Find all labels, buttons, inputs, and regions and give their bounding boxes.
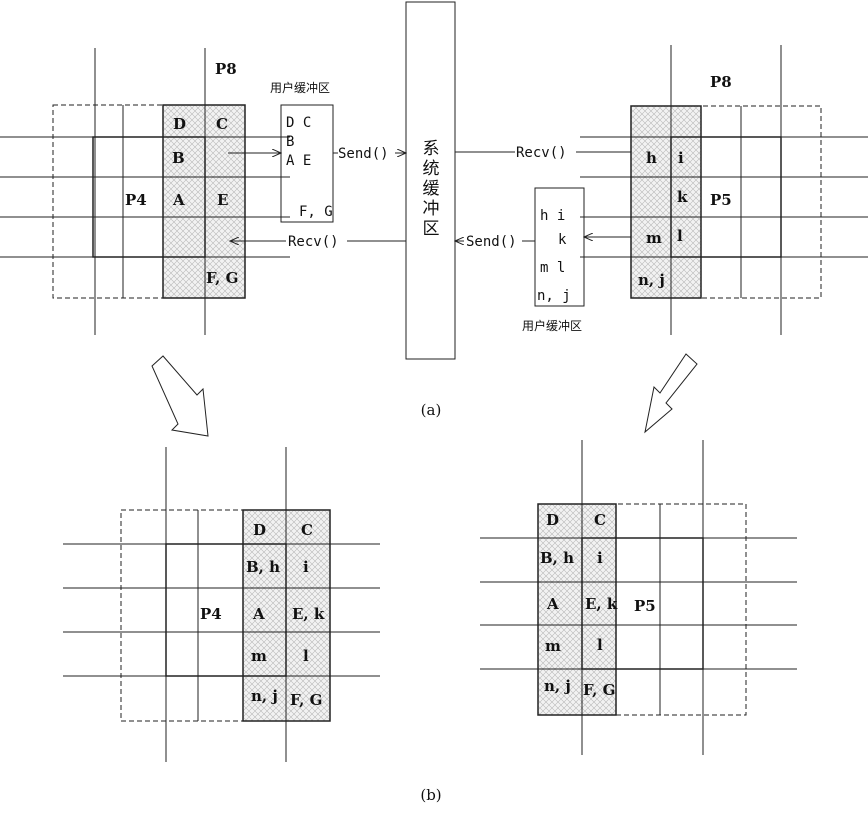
b-left-cell-i: i	[303, 558, 309, 576]
b-right-cell-ek: E, k	[585, 595, 618, 613]
panel-b-left-grid: P4 D C B, h i A E, k m l n, j F, G	[63, 447, 380, 762]
left-buffer-caption: 用户缓冲区	[270, 80, 330, 95]
cell-k: k	[677, 188, 688, 206]
transition-arrows	[151, 353, 698, 437]
b-right-cell-i: i	[597, 549, 603, 567]
cell-i: i	[678, 149, 684, 167]
cell-l: l	[677, 227, 683, 245]
panel-b-right-proc-label: P5	[634, 597, 656, 615]
panel-a-right-proc-label: P5	[710, 191, 732, 209]
panel-a-right-grid: P8 P5 h i k m l n, j	[580, 45, 868, 335]
left-send-label: Send()	[338, 146, 389, 162]
left-buffer-line-3: A E	[286, 153, 311, 169]
caption-b: (b)	[420, 786, 441, 804]
system-buffer-char-2: 统	[423, 159, 440, 179]
b-left-cell-l: l	[303, 647, 309, 665]
cell-d: D	[173, 115, 186, 133]
cell-b: B	[172, 149, 185, 167]
caption-a: (a)	[421, 401, 442, 419]
system-buffer-char-3: 缓	[423, 179, 440, 199]
system-buffer: 系 统 缓 冲 区	[405, 1, 456, 360]
left-down-arrow-icon	[151, 355, 209, 437]
b-left-cell-m: m	[251, 647, 267, 665]
b-left-cell-bh: B, h	[246, 558, 280, 576]
system-buffer-char-4: 冲	[423, 199, 440, 219]
right-buffer-line-3: m l	[540, 260, 565, 276]
system-buffer-char-5: 区	[423, 219, 440, 239]
left-recv-label: Recv()	[288, 234, 339, 250]
panel-a-left-user-buffer: 用户缓冲区 D C B A E F, G	[270, 80, 334, 223]
right-send-label: Send()	[466, 234, 517, 250]
b-right-cell-fg: F, G	[583, 681, 615, 699]
cell-a: A	[172, 191, 185, 209]
panel-a-left-grid: P8 P4 D C B A E F, G	[0, 48, 290, 335]
panel-a-right-arrows: Recv() Send()	[455, 145, 640, 250]
right-recv-label: Recv()	[516, 145, 567, 161]
cell-h: h	[646, 149, 657, 167]
b-left-cell-c: C	[301, 521, 313, 539]
b-right-cell-nj: n, j	[544, 677, 571, 695]
panel-a-left-arrows: Send() Recv()	[228, 146, 406, 250]
panel-a-right-user-buffer: h i k m l n, j 用户缓冲区	[522, 187, 585, 333]
left-buffer-line-4: F, G	[299, 204, 333, 220]
right-buffer-line-4: n, j	[537, 288, 571, 304]
right-buffer-line-1: h i	[540, 208, 565, 224]
panel-b-right-grid: P5 D C B, h i A E, k m l n, j F, G	[480, 440, 797, 755]
right-buffer-caption: 用户缓冲区	[522, 318, 582, 333]
b-right-cell-c: C	[594, 511, 606, 529]
panel-a-left-neighbor-label: P8	[215, 60, 237, 78]
b-left-cell-d: D	[253, 521, 266, 539]
left-buffer-line-2: B	[286, 134, 294, 150]
b-left-cell-fg: F, G	[290, 691, 322, 709]
b-right-cell-bh: B, h	[540, 549, 574, 567]
b-right-cell-a: A	[546, 595, 559, 613]
system-buffer-char-1: 系	[423, 139, 440, 159]
cell-c: C	[216, 115, 228, 133]
b-left-cell-nj: n, j	[251, 687, 278, 705]
panel-b-left-proc-label: P4	[200, 605, 222, 623]
b-right-cell-m: m	[545, 637, 561, 655]
panel-a-left-proc-label: P4	[125, 191, 147, 209]
b-right-cell-l: l	[597, 636, 603, 654]
b-left-cell-a: A	[252, 605, 265, 623]
b-left-cell-ek: E, k	[292, 605, 325, 623]
right-buffer-line-2: k	[558, 232, 567, 248]
cell-nj: n, j	[638, 271, 665, 289]
cell-e: E	[217, 191, 228, 209]
cell-fg: F, G	[206, 269, 238, 287]
left-buffer-line-1: D C	[286, 115, 311, 131]
right-down-arrow-icon	[644, 353, 698, 434]
panel-a-right-neighbor-label: P8	[710, 73, 732, 91]
b-right-cell-d: D	[546, 511, 559, 529]
cell-m: m	[646, 229, 662, 247]
